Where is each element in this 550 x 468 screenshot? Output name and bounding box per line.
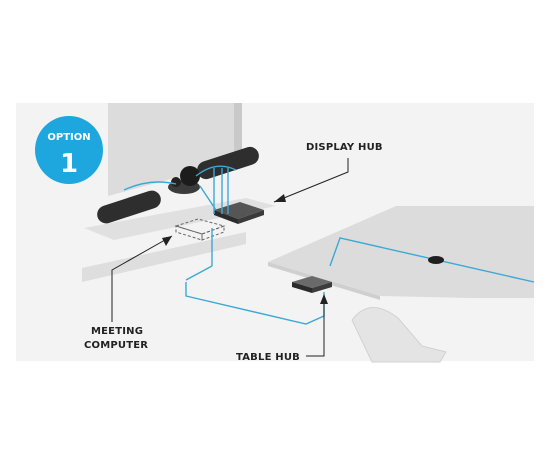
camera (168, 166, 200, 194)
meeting-computer-label-line2: COMPUTER (84, 340, 148, 351)
meeting-computer-outline (174, 218, 226, 241)
wall-display-edge (234, 103, 242, 162)
option-badge-number: 1 (60, 149, 78, 179)
table-hub-device (292, 276, 332, 293)
display-hub-label: DISPLAY HUB (306, 142, 383, 153)
table-hub-callout (306, 294, 328, 357)
meeting-computer-label-line1: MEETING (91, 326, 143, 337)
table-microphone (428, 256, 444, 264)
table-cable (329, 237, 535, 283)
display-hub-callout (273, 158, 349, 203)
table-hub-label: TABLE HUB (236, 352, 300, 363)
chair (351, 307, 447, 363)
wall-display (108, 103, 234, 196)
option-badge-title: OPTION (47, 132, 90, 143)
right-speaker (197, 146, 259, 180)
credenza-lower (82, 232, 246, 282)
meeting-computer-callout (111, 235, 173, 322)
option-badge (35, 116, 103, 184)
left-speaker (97, 190, 161, 224)
display-hub-device (214, 202, 264, 224)
cables-credenza (123, 165, 237, 281)
